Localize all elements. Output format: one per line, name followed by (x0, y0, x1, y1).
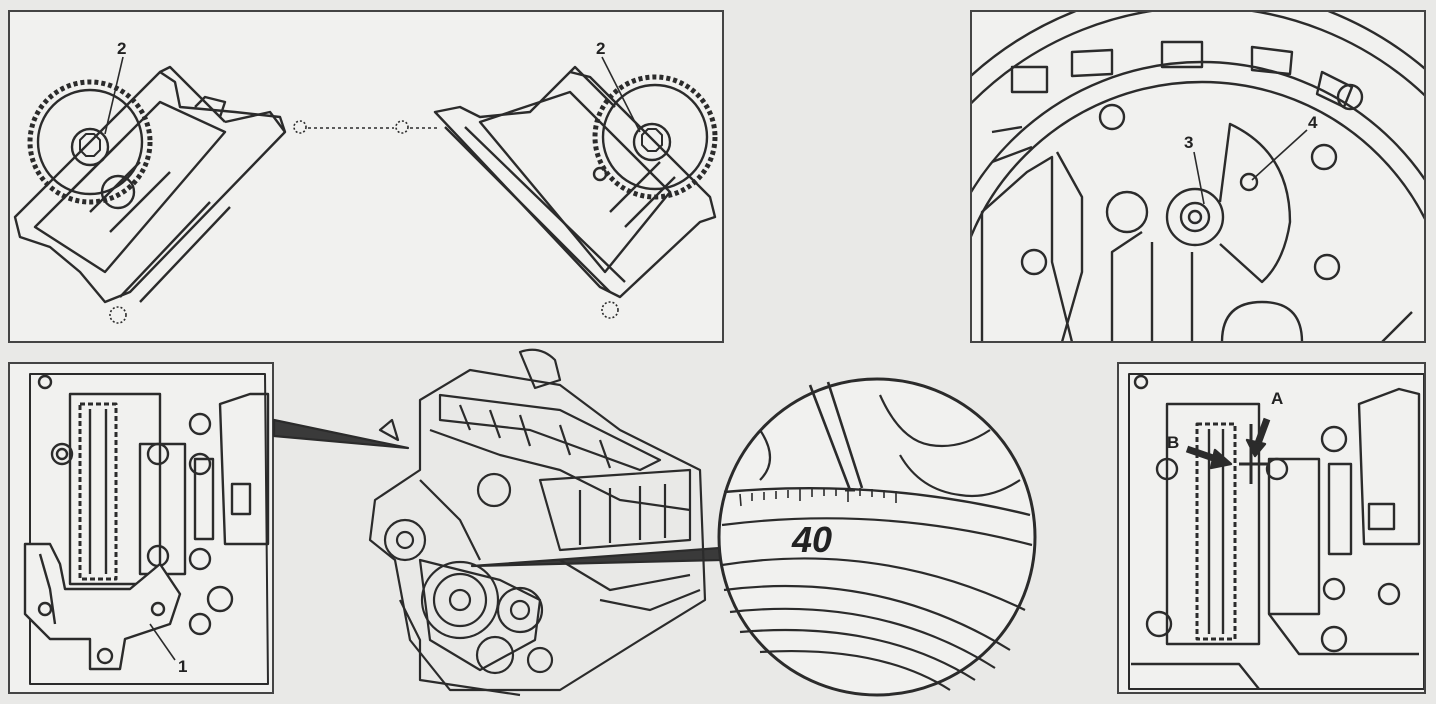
engine-front-cover (1128, 373, 1424, 690)
right-holding-tool (433, 65, 717, 299)
callout-1: 1 (178, 657, 187, 676)
arrow-b (1185, 445, 1233, 470)
callout-leader (149, 623, 176, 661)
timing-marks (1239, 424, 1269, 484)
flywheel (972, 12, 1424, 341)
left-camshaft-sprocket (27, 79, 153, 205)
callout-2-right: 2 (596, 39, 605, 58)
engine-front-cover (29, 373, 270, 685)
degree-ticks (739, 488, 897, 507)
pointer-to-left-panel (272, 418, 410, 450)
engine-illustration (368, 348, 707, 697)
pointer-to-magnifier (470, 546, 722, 568)
callout-a: A (1271, 389, 1283, 408)
arrow-a (1245, 417, 1271, 458)
left-holding-tool (13, 65, 287, 304)
callout-b: B (1167, 433, 1179, 452)
panel-flywheel-lock: 3 4 (970, 10, 1426, 343)
magnifier-degree-scale: 40 (717, 377, 1037, 697)
panel-camshaft-timing: 2 2 (8, 10, 724, 343)
callout-4: 4 (1308, 113, 1318, 132)
callout-leaders (1193, 129, 1308, 205)
scale-label-40: 40 (791, 519, 832, 560)
callout-3: 3 (1184, 133, 1193, 152)
chain-tensioner-tool (23, 542, 182, 671)
panel-chain-marks-right: A B (1117, 362, 1426, 694)
callout-2-left: 2 (117, 39, 126, 58)
panel-chain-tool-left: 1 (8, 362, 274, 694)
flywheel-locking-tool (1150, 122, 1292, 341)
alignment-reference-line (109, 120, 619, 324)
callout-leaders (104, 56, 641, 135)
